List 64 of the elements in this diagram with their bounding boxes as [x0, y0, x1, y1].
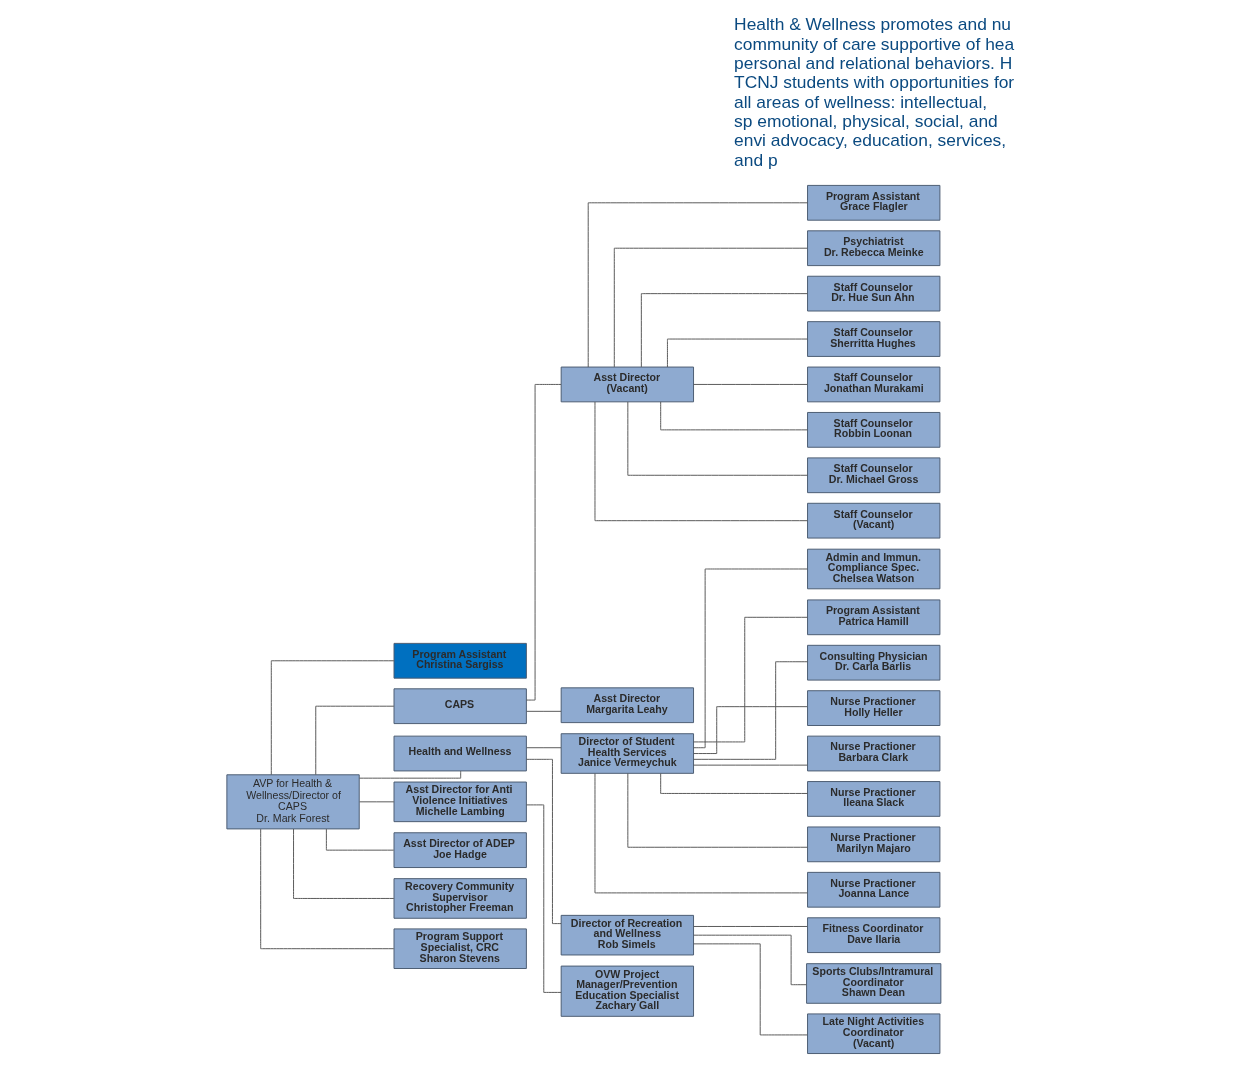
- node-box: Sports Clubs/Intramural Coordinator Shawn Dean: [805, 963, 941, 1004]
- connector: [358, 801, 394, 803]
- connector: [626, 401, 808, 476]
- connector: [659, 401, 808, 431]
- node-box: Nurse Practioner Holly Heller: [806, 690, 940, 726]
- node-box: Nurse Practioner Joanna Lance: [806, 871, 940, 908]
- node-box: Staff Counselor Jonathan Murakami: [806, 366, 940, 403]
- node-box: Late Night Activities Coordinator (Vacant): [806, 1013, 940, 1054]
- node-box: Staff Counselor Dr. Michael Gross: [806, 457, 940, 494]
- connector: [692, 383, 808, 385]
- connector: [525, 383, 561, 701]
- connector: [692, 661, 808, 760]
- connector: [692, 706, 808, 754]
- node-box: Fitness Coordinator Dave Ilaria: [806, 917, 940, 954]
- connector: [692, 943, 808, 1036]
- node-box: Staff Counselor Dr. Hue Sun Ahn: [806, 275, 940, 312]
- node-box: CAPS: [393, 688, 527, 725]
- node-box: Psychiatrist Dr. Rebecca Meinke: [806, 230, 940, 267]
- node-box: Recovery Community Supervisor Christopher Freeman: [393, 878, 527, 919]
- node-box: Staff Counselor Sherritta Hughes: [806, 321, 940, 357]
- node-box: Asst Director Margarita Leahy: [560, 687, 694, 724]
- connector: [259, 828, 394, 950]
- node-box: AVP for Health & Wellness/Director of CAPS Dr. Mark Forest: [225, 774, 360, 830]
- connector: [314, 705, 394, 776]
- connector: [692, 568, 808, 749]
- connector: [587, 202, 808, 368]
- connector: [325, 828, 394, 851]
- connector: [666, 338, 808, 368]
- node-box: Program Assistant Patrica Hamill: [806, 599, 940, 636]
- node-box: Asst Director of ADEP Joe Hadge: [393, 832, 527, 869]
- connector: [358, 770, 461, 779]
- node-box: Staff Counselor Robbin Loonan: [806, 412, 940, 448]
- node-box: Nurse Practioner Ileana Slack: [806, 781, 940, 817]
- node-box: Admin and Immun. Compliance Spec. Chelsea Watson: [806, 548, 940, 590]
- node-box: Health and Wellness: [393, 735, 527, 772]
- connector: [594, 773, 808, 894]
- connector: [692, 616, 808, 743]
- node-box: Nurse Practioner Barbara Clark: [806, 735, 940, 772]
- node-box: Program Assistant Christina Sargiss: [393, 642, 527, 679]
- connector: [692, 934, 807, 986]
- connector: [525, 710, 562, 712]
- node-box: Consulting Physician Dr. Carla Barlis: [806, 644, 940, 681]
- connector: [594, 401, 808, 522]
- node-box: Staff Counselor (Vacant): [806, 502, 940, 539]
- node-box: Asst Director (Vacant): [560, 366, 694, 403]
- label: Health & Wellness promotes and nu community of care supportive of hea personal and relational behaviors. H TCNJ students with opportunities for all areas of wellness: intellectual, sp emotional, physical, social, and envi advocacy, education, services, and p: [733, 14, 1014, 170]
- node-box: Asst Director for Anti Violence Initiatives Michelle Lambing: [393, 781, 527, 823]
- node-box: Nurse Practioner Marilyn Majaro: [806, 826, 940, 863]
- connector: [525, 804, 562, 993]
- connector: [525, 758, 562, 925]
- connector: [640, 293, 808, 368]
- node-box: OVW Project Manager/Prevention Education Specialist Zachary Gall: [560, 965, 694, 1017]
- connector: [626, 772, 808, 848]
- node-box: Program Assistant Grace Flagler: [806, 184, 940, 221]
- connector: [270, 660, 394, 776]
- connector: [692, 926, 808, 927]
- connector: [692, 764, 808, 766]
- connector: [292, 828, 394, 899]
- connector: [659, 773, 808, 794]
- connector: [613, 247, 808, 368]
- node-box: Director of Student Health Services Janice Vermeychuk: [560, 733, 694, 774]
- node-box: Director of Recreation and Wellness Rob Simels: [560, 914, 694, 956]
- connector: [525, 747, 562, 749]
- node-box: Program Support Specialist, CRC Sharon Stevens: [393, 928, 527, 969]
